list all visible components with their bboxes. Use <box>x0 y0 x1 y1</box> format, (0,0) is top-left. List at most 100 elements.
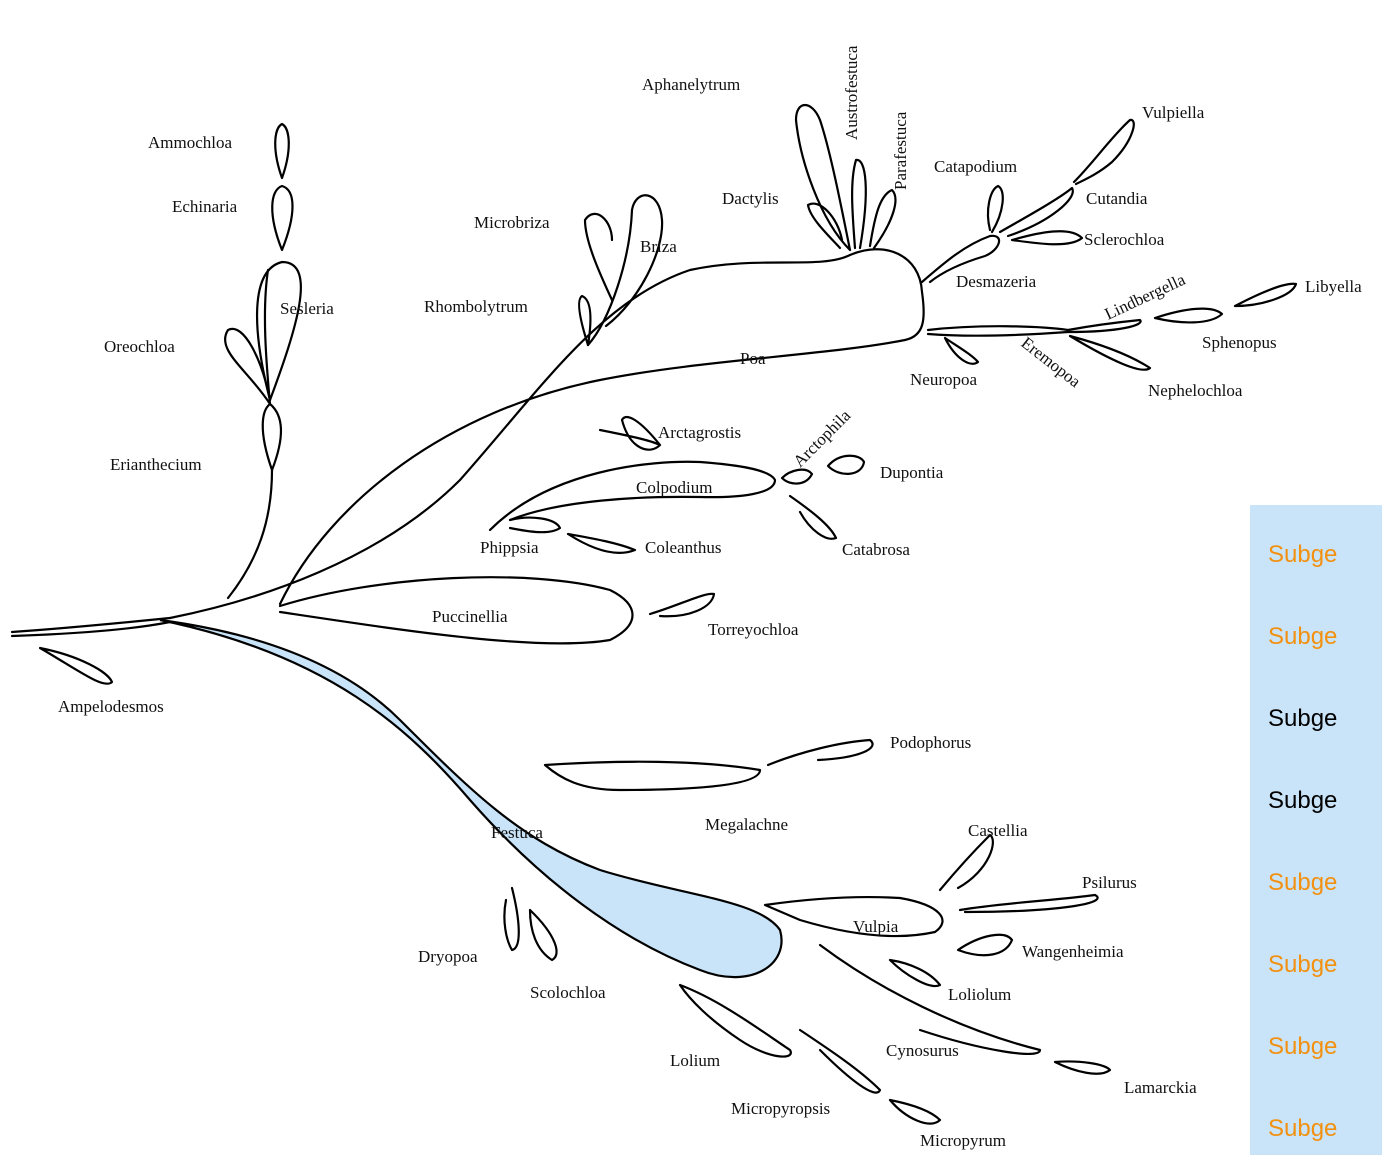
podophorus-leaf <box>768 740 873 765</box>
subgenus-item: Subge <box>1268 1033 1337 1061</box>
label-parafestuca: Parafestuca <box>891 111 910 190</box>
torreyochloa-leaf <box>650 594 714 616</box>
subgenus-item: Subge <box>1268 951 1337 979</box>
label-sphenopus: Sphenopus <box>1202 333 1277 352</box>
label-ammochloa: Ammochloa <box>148 133 232 152</box>
label-ampelodesmos: Ampelodesmos <box>58 697 164 716</box>
ammochloa-leaf <box>275 124 289 178</box>
label-loliolum: Loliolum <box>948 985 1011 1004</box>
label-festuca: Festuca <box>491 823 543 842</box>
label-vulpia: Vulpia <box>853 917 899 936</box>
label-lindbergella: Lindbergella <box>1102 270 1189 324</box>
festuca-leaf <box>160 620 782 977</box>
label-eremopoa: Eremopoa <box>1018 333 1085 391</box>
label-aphanelytrum: Aphanelytrum <box>642 75 740 94</box>
label-dryopoa: Dryopoa <box>418 947 478 966</box>
rhombolytrum-leaf <box>579 296 590 345</box>
label-poa: Poa <box>740 349 766 368</box>
lolium-leaf <box>680 985 791 1057</box>
dactylis-leaf <box>808 204 842 248</box>
lindbergella-leaf <box>1068 320 1141 332</box>
colpodium-leaf <box>490 462 775 530</box>
lamarckia-leaf <box>1055 1061 1110 1073</box>
label-colpodium: Colpodium <box>636 478 713 497</box>
coleanthus-leaf <box>568 534 635 553</box>
label-arctagrostis: Arctagrostis <box>658 423 741 442</box>
arctagrostis-leaf <box>600 417 660 450</box>
subgenus-item: Subge <box>1268 541 1337 569</box>
sphenopus-leaf <box>1155 309 1222 323</box>
wangenheimia-leaf <box>958 935 1012 955</box>
sesleria-leaf <box>257 262 301 400</box>
label-cynosurus: Cynosurus <box>886 1041 959 1060</box>
label-echinaria: Echinaria <box>172 197 238 216</box>
label-coleanthus: Coleanthus <box>645 538 722 557</box>
label-wangenheimia: Wangenheimia <box>1022 942 1124 961</box>
parafestuca-leaf <box>870 190 895 248</box>
libyella-leaf <box>1235 284 1296 306</box>
label-catabrosa: Catabrosa <box>842 540 910 559</box>
ampelodesmos-leaf <box>40 648 112 684</box>
austrofestuca-leaf <box>852 160 866 248</box>
cutandia-leaf <box>1000 188 1073 236</box>
subgenus-item: Subge <box>1268 787 1337 815</box>
subgenus-item: Subge <box>1268 705 1337 733</box>
phippsia-leaf <box>510 518 560 533</box>
label-phippsia: Phippsia <box>480 538 539 557</box>
echinaria-leaf <box>272 186 292 250</box>
micropyrum-leaf <box>890 1100 940 1124</box>
neuropoa-leaf <box>945 338 978 364</box>
label-castellia: Castellia <box>968 821 1028 840</box>
label-microbriza: Microbriza <box>474 213 550 232</box>
dupontia-leaf <box>828 456 864 474</box>
sesleria-stalk <box>228 470 272 598</box>
label-megalachne: Megalachne <box>705 815 788 834</box>
nephelochloa-leaf <box>1070 336 1150 370</box>
catapodium-leaf <box>988 186 1003 232</box>
vulpiella-leaf <box>1074 120 1134 184</box>
subgenus-item: Subge <box>1268 869 1337 897</box>
label-erianthecium: Erianthecium <box>110 455 202 474</box>
label-rhombolytrum: Rhombolytrum <box>424 297 528 316</box>
arctophila-leaf <box>782 470 812 484</box>
label-austrofestuca: Austrofestuca <box>842 45 861 140</box>
label-lamarckia: Lamarckia <box>1124 1078 1197 1097</box>
label-podophorus: Podophorus <box>890 733 971 752</box>
label-libyella: Libyella <box>1305 277 1362 296</box>
label-micropyrum: Micropyrum <box>920 1131 1006 1150</box>
label-vulpiella: Vulpiella <box>1142 103 1205 122</box>
subgenus-item: Subge <box>1268 623 1337 651</box>
label-catapodium: Catapodium <box>934 157 1017 176</box>
label-puccinellia: Puccinellia <box>432 607 508 626</box>
dryopoa-leaf <box>504 888 518 950</box>
label-scolochloa: Scolochloa <box>530 983 606 1002</box>
label-briza: Briza <box>640 237 677 256</box>
castellia-leaf <box>940 835 993 890</box>
label-desmazeria: Desmazeria <box>956 272 1037 291</box>
label-lolium: Lolium <box>670 1051 720 1070</box>
label-micropyropsis: Micropyropsis <box>731 1099 830 1118</box>
microbriza-leaf <box>585 214 612 300</box>
label-cutandia: Cutandia <box>1086 189 1148 208</box>
label-nephelochloa: Nephelochloa <box>1148 381 1243 400</box>
sclerochloa-leaf <box>1012 231 1082 244</box>
label-dupontia: Dupontia <box>880 463 944 482</box>
scolochloa-leaf <box>530 910 557 960</box>
tree-branches <box>12 105 1296 1124</box>
megalachne-leaf <box>545 762 760 790</box>
label-psilurus: Psilurus <box>1082 873 1137 892</box>
psilurus-leaf <box>960 895 1098 912</box>
label-sclerochloa: Sclerochloa <box>1084 230 1165 249</box>
label-arctophila: Arctophila <box>789 406 854 471</box>
label-sesleria: Sesleria <box>280 299 334 318</box>
label-dactylis: Dactylis <box>722 189 779 208</box>
subgenus-item: Subge <box>1268 1115 1337 1143</box>
label-neuropoa: Neuropoa <box>910 370 977 389</box>
label-oreochloa: Oreochloa <box>104 337 175 356</box>
label-torreyochloa: Torreyochloa <box>708 620 799 639</box>
micropyropsis-leaf <box>800 1030 880 1093</box>
erianthecium-leaf <box>263 404 281 470</box>
catabrosa-leaf <box>790 496 836 539</box>
subgenus-legend-panel: Subge Subge Subge Subge Subge Subge Subg… <box>1250 505 1382 1155</box>
